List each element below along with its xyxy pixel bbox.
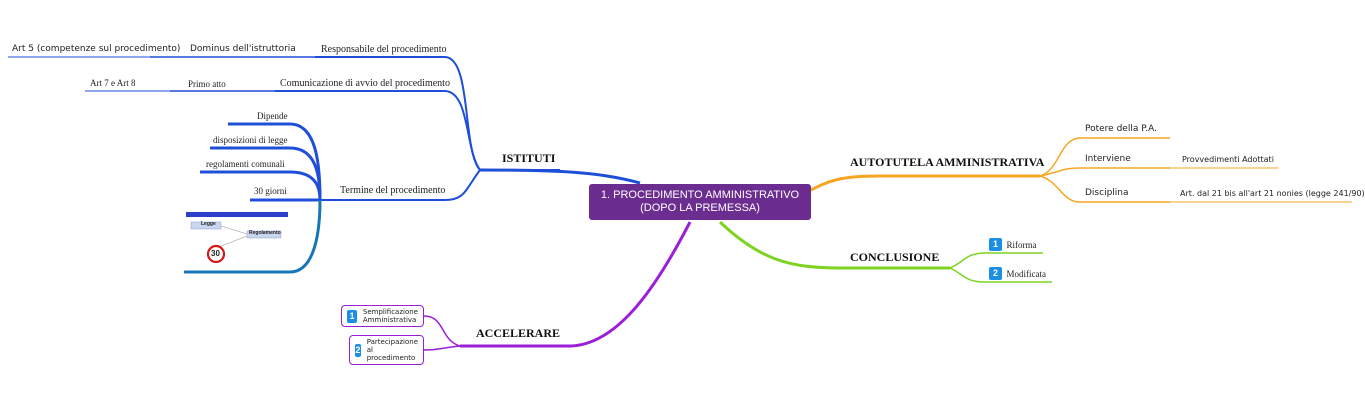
- connector-semplificazione: [423, 315, 461, 347]
- node-semplificazione-line2: Amministrativa: [362, 316, 417, 324]
- connector-modificata: [949, 267, 1052, 283]
- node-primo-atto[interactable]: Primo atto: [188, 79, 226, 89]
- number-1-icon: 1: [347, 309, 357, 323]
- node-disciplina[interactable]: Disciplina: [1085, 188, 1129, 198]
- node-regolamenti[interactable]: regolamenti comunali: [206, 159, 285, 169]
- connector-potere: [1039, 137, 1170, 177]
- topic-accelerare[interactable]: ACCELERARE: [476, 326, 561, 340]
- topic-istituti[interactable]: ISTITUTI: [502, 151, 556, 165]
- central-topic[interactable]: 1. PROCEDIMENTO AMMINISTRATIVO (DOPO LA …: [589, 184, 811, 220]
- node-dominus[interactable]: Dominus dell'istruttoria: [190, 44, 296, 54]
- node-partecipazione-line1: Partecipazione: [366, 338, 418, 346]
- node-art5[interactable]: Art 5 (competenze sul procedimento): [12, 44, 181, 54]
- node-partecipazione-line3: procedimento: [366, 354, 416, 362]
- number-2-icon: 2: [989, 267, 1002, 281]
- termine-image-graphic: [186, 212, 288, 264]
- node-30-giorni[interactable]: 30 giorni: [254, 186, 287, 196]
- number-2-icon: 2: [355, 343, 361, 357]
- image-speed-sign: 30: [211, 249, 220, 258]
- image-box-regolamento: Regolamento: [249, 230, 281, 236]
- connector-disciplina: [1039, 175, 1170, 203]
- connector-conclusione: [718, 220, 950, 270]
- number-1-icon: 1: [989, 238, 1002, 252]
- connector-responsabile: [315, 56, 481, 171]
- connector-interviene: [1039, 167, 1170, 177]
- node-partecipazione-line2: al: [366, 346, 373, 354]
- connector-comunicazione: [275, 90, 481, 171]
- subtopic-termine[interactable]: Termine del procedimento: [340, 185, 446, 196]
- node-potere[interactable]: Potere della P.A.: [1085, 124, 1157, 134]
- connector-riforma: [949, 252, 1043, 269]
- connector-accelerare: [460, 221, 692, 348]
- connector-image: [184, 199, 322, 274]
- topic-conclusione[interactable]: CONCLUSIONE: [850, 250, 940, 264]
- node-disposizioni[interactable]: disposizioni di legge: [213, 135, 288, 145]
- node-art21[interactable]: Art. dal 21 bis all'art 21 nonies (legge…: [1180, 189, 1365, 198]
- node-provvedimenti[interactable]: Provvedimenti Adottati: [1182, 155, 1274, 164]
- node-riforma[interactable]: 1 Riforma: [989, 236, 1036, 254]
- node-modificata[interactable]: 2 Modificata: [989, 265, 1046, 283]
- termine-image[interactable]: Legge Regolamento 30: [186, 212, 288, 270]
- connector-istituti: [479, 168, 641, 185]
- image-box-legge: Legge: [201, 221, 216, 227]
- node-riforma-label: Riforma: [1006, 239, 1037, 250]
- central-topic-line2: (DOPO LA PREMESSA): [640, 202, 760, 214]
- node-semplificazione[interactable]: 1 Semplificazione Amministrativa: [341, 305, 424, 327]
- subtopic-comunicazione[interactable]: Comunicazione di avvio del procedimento: [280, 78, 450, 89]
- connector-termine: [320, 169, 481, 201]
- central-topic-line1: 1. PROCEDIMENTO AMMINISTRATIVO: [600, 189, 800, 201]
- node-interviene[interactable]: Interviene: [1085, 154, 1131, 164]
- topic-autotutela[interactable]: AUTOTUTELA AMMINISTRATIVA: [850, 155, 1045, 169]
- node-semplificazione-line1: Semplificazione: [362, 308, 418, 316]
- subtopic-responsabile[interactable]: Responsabile del procedimento: [321, 44, 447, 55]
- node-dipende[interactable]: Dipende: [257, 111, 288, 121]
- node-partecipazione[interactable]: 2 Partecipazione al procedimento: [349, 335, 424, 365]
- connector-autotutela: [804, 174, 1040, 195]
- connector-partecipazione: [423, 345, 461, 351]
- node-modificata-label: Modificata: [1006, 268, 1046, 279]
- node-art7-8[interactable]: Art 7 e Art 8: [90, 78, 136, 88]
- connector-regolamenti: [200, 170, 322, 201]
